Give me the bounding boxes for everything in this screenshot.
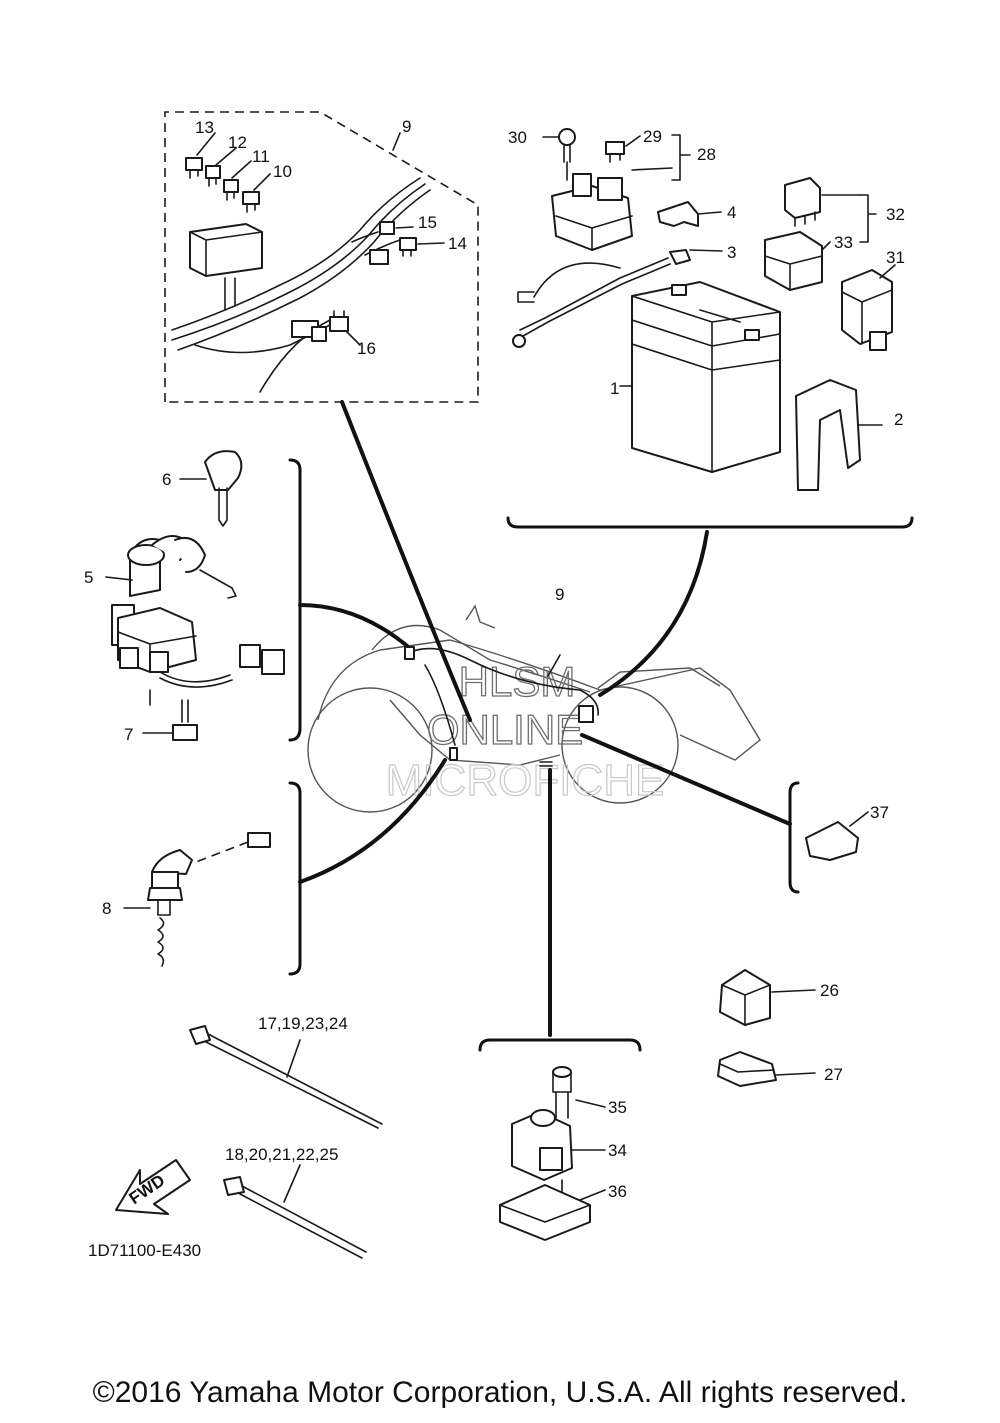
- connector-16: [329, 316, 349, 332]
- cable-tie-short: [223, 1164, 367, 1259]
- main-switch-5: [111, 535, 285, 706]
- relay-31: [841, 269, 893, 351]
- callout-18-20-21-22-25: 18,20,21,22,25: [225, 1145, 338, 1164]
- bolt-7: [172, 699, 198, 741]
- callout-9-box: 9: [402, 117, 411, 136]
- callout-9-bike: 9: [555, 585, 564, 604]
- callout-8: 8: [102, 899, 111, 918]
- callout-29: 29: [643, 127, 662, 146]
- callout-15: 15: [418, 213, 437, 232]
- fuse-13: [185, 157, 203, 179]
- group-connector-lines: [298, 400, 792, 1037]
- neutral-switch-group: [123, 781, 302, 976]
- battery-group: [506, 128, 914, 529]
- callout-17-19-23-24: 17,19,23,24: [258, 1014, 348, 1033]
- cable-tie-long: [189, 1025, 383, 1129]
- callout-1: 1: [610, 379, 619, 398]
- battery: [631, 281, 781, 473]
- bracket-37-group: [788, 781, 869, 894]
- callout-13: 13: [195, 118, 214, 137]
- callout-35: 35: [608, 1098, 627, 1117]
- callout-5: 5: [84, 568, 93, 587]
- callout-32: 32: [886, 205, 905, 224]
- fuse-29: [605, 141, 625, 155]
- fuse-11: [223, 179, 239, 201]
- watermark-line2: ONLINE: [427, 706, 583, 753]
- callout-33: 33: [834, 233, 853, 252]
- callout-26: 26: [820, 981, 839, 1000]
- clamp-27: [717, 1051, 816, 1087]
- callout-16: 16: [357, 339, 376, 358]
- callout-28: 28: [697, 145, 716, 164]
- clamp-26: [719, 969, 816, 1026]
- connector-switch-to-bike: [298, 758, 447, 884]
- callout-11: 11: [252, 147, 270, 166]
- watermark: HLSM ONLINE MICROFICHE: [385, 657, 665, 805]
- connector-ignition-to-bike: [298, 603, 414, 652]
- sensor-34: [511, 1109, 573, 1211]
- callout-36: 36: [608, 1182, 627, 1201]
- fuse-10: [242, 191, 260, 213]
- callout-34: 34: [608, 1141, 627, 1160]
- callout-6: 6: [162, 470, 171, 489]
- fuse-box: [189, 223, 263, 277]
- battery-band: [795, 379, 861, 491]
- screw-35: [552, 1066, 572, 1119]
- connector-battery-group-to-bike: [598, 530, 709, 697]
- fwd-arrow-icon: FWD: [115, 1159, 191, 1215]
- callout-12: 12: [228, 133, 247, 152]
- callout-14: 14: [448, 234, 467, 253]
- harness-detail-box: [164, 111, 479, 403]
- callout-4: 4: [727, 203, 736, 222]
- connector-14: [399, 237, 417, 251]
- sensor-bracket-36: [499, 1184, 591, 1241]
- relay-32: [784, 177, 821, 227]
- copyright-notice: ©2016 Yamaha Motor Corporation, U.S.A. A…: [92, 1376, 908, 1409]
- sensor-group: [478, 1038, 642, 1241]
- bolt-30: [558, 128, 576, 181]
- terminal-cover: [657, 201, 699, 227]
- callout-3: 3: [727, 243, 736, 262]
- callout-37: 37: [870, 803, 889, 822]
- callout-2: 2: [894, 410, 903, 429]
- starter-relay: [551, 173, 633, 251]
- relay-holder-33: [764, 231, 823, 291]
- callout-7: 7: [124, 725, 133, 744]
- callout-31: 31: [886, 248, 905, 267]
- watermark-line1: HLSM: [459, 658, 576, 705]
- callout-27: 27: [824, 1065, 843, 1084]
- drawing-code: 1D71100-E430: [88, 1241, 201, 1260]
- connector-harness-to-bike: [340, 400, 472, 722]
- key-6: [204, 450, 243, 527]
- bike-wire-harness: [404, 646, 599, 767]
- connector-bracket-to-bike: [580, 733, 792, 826]
- fuse-12: [205, 165, 221, 187]
- connector-15: [379, 221, 395, 235]
- callout-10: 10: [273, 162, 292, 181]
- bracket-37: [805, 821, 859, 861]
- callout-labels: 1 2 3 4 5 6 7 8 9 9 10 11 12 13 14 15 16…: [84, 117, 905, 1260]
- ignition-group: [105, 450, 302, 742]
- callout-30: 30: [508, 128, 527, 147]
- watermark-line3: MICROFICHE: [386, 756, 665, 805]
